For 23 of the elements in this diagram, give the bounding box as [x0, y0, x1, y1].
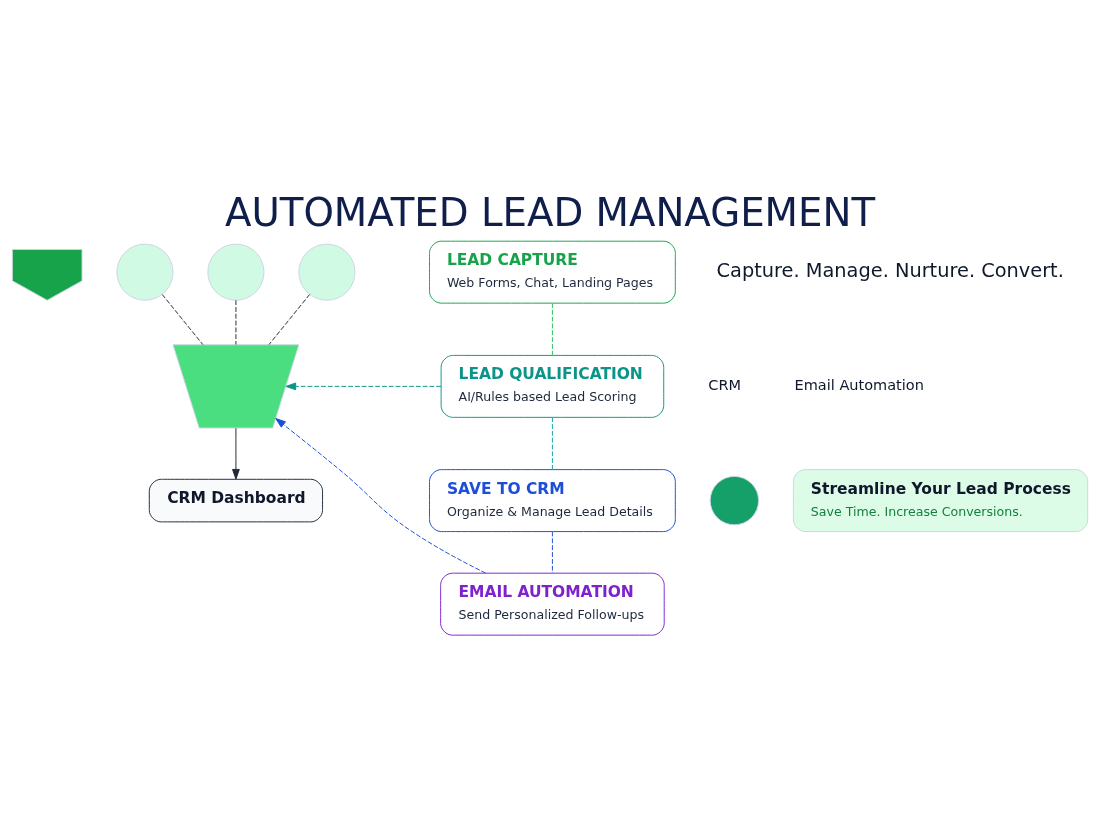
- connector: [551, 416, 553, 470]
- connector: [551, 302, 553, 356]
- node-box: CRM Dashboard: [148, 478, 324, 522]
- label: Email Automation: [794, 376, 924, 393]
- node-box: Streamline Your Lead Process Save Time. Increase Conversions.: [792, 468, 1089, 532]
- arrow: [232, 427, 240, 480]
- diagram-title: AUTOMATED LEAD MANAGEMENT: [224, 189, 876, 235]
- connector: [551, 530, 553, 573]
- node-circle: [116, 243, 174, 301]
- arrow: [285, 382, 442, 390]
- arrow: [275, 417, 487, 574]
- node-circle: [709, 475, 760, 525]
- node-box: SAVE TO CRM Organize & Manage Lead Details: [429, 468, 676, 532]
- node-box: EMAIL AUTOMATION Send Personalized Follow-ups: [440, 572, 665, 636]
- connector: [268, 293, 311, 345]
- label: Capture. Manage. Nurture. Convert.: [716, 258, 1064, 282]
- node-picture: [11, 248, 83, 301]
- node-circle: [298, 243, 356, 301]
- node-circle: [207, 243, 265, 301]
- node-box: LEAD QUALIFICATION AI/Rules based Lead Scoring: [440, 354, 665, 418]
- connector: [161, 293, 204, 345]
- node-box: LEAD CAPTURE Web Forms, Chat, Landing Pages: [429, 240, 676, 304]
- label: CRM: [708, 376, 742, 393]
